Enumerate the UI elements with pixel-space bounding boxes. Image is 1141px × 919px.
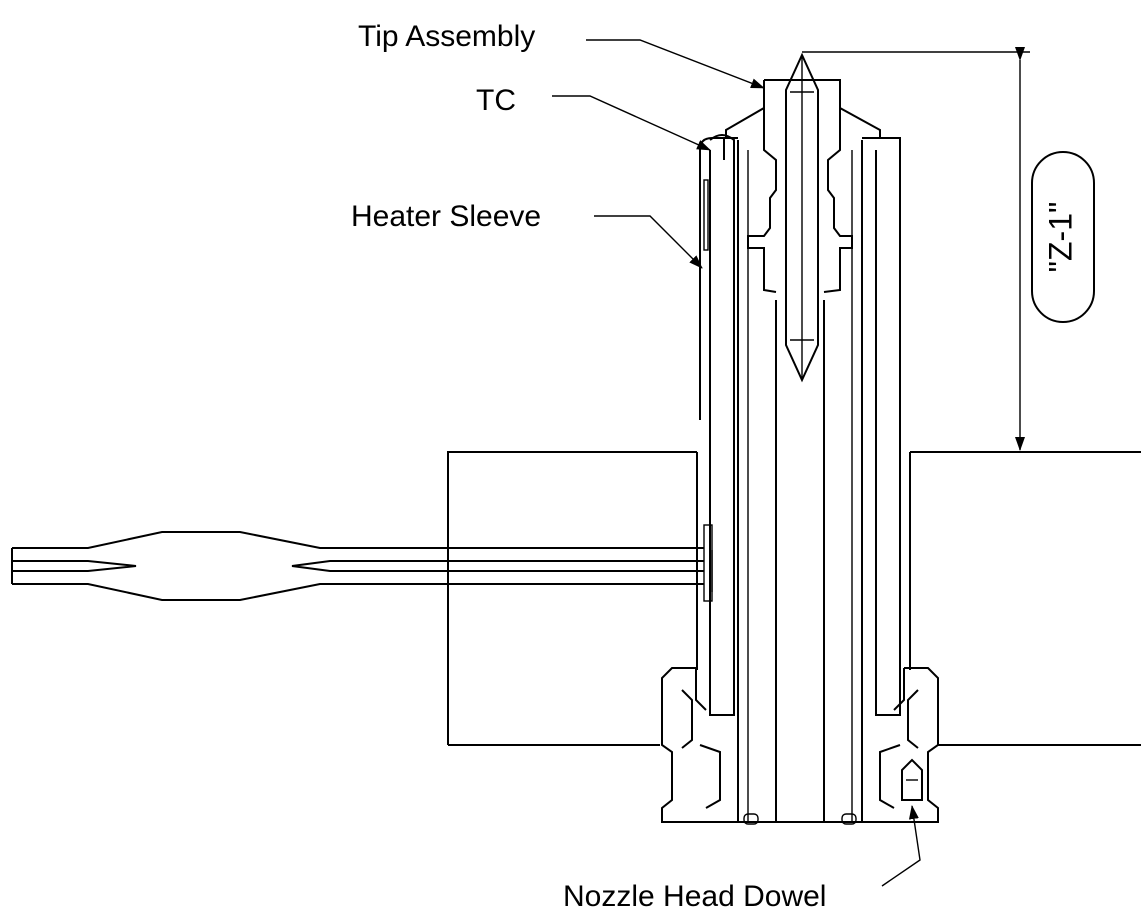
- nozzle-head-dowel: [901, 758, 923, 801]
- dimension-label: "Z-1": [1042, 202, 1078, 273]
- heater-sleeve: [699, 134, 901, 716]
- leader-lines: [552, 39, 921, 887]
- callout-heater-sleeve: Heater Sleeve: [351, 200, 541, 233]
- callout-tip-assembly: Tip Assembly: [358, 20, 535, 53]
- nozzle-head: [661, 667, 939, 825]
- manifold-plate: [447, 451, 1141, 746]
- dimension-z1: "Z-1": [802, 47, 1141, 453]
- callout-nozzle-head-dowel: Nozzle Head Dowel: [563, 880, 826, 913]
- callout-tc: TC: [476, 84, 516, 117]
- heater-leads: [11, 531, 704, 601]
- tip-assembly: [725, 52, 881, 383]
- dimension-label-box: [1031, 151, 1095, 323]
- nozzle-body: [737, 140, 863, 822]
